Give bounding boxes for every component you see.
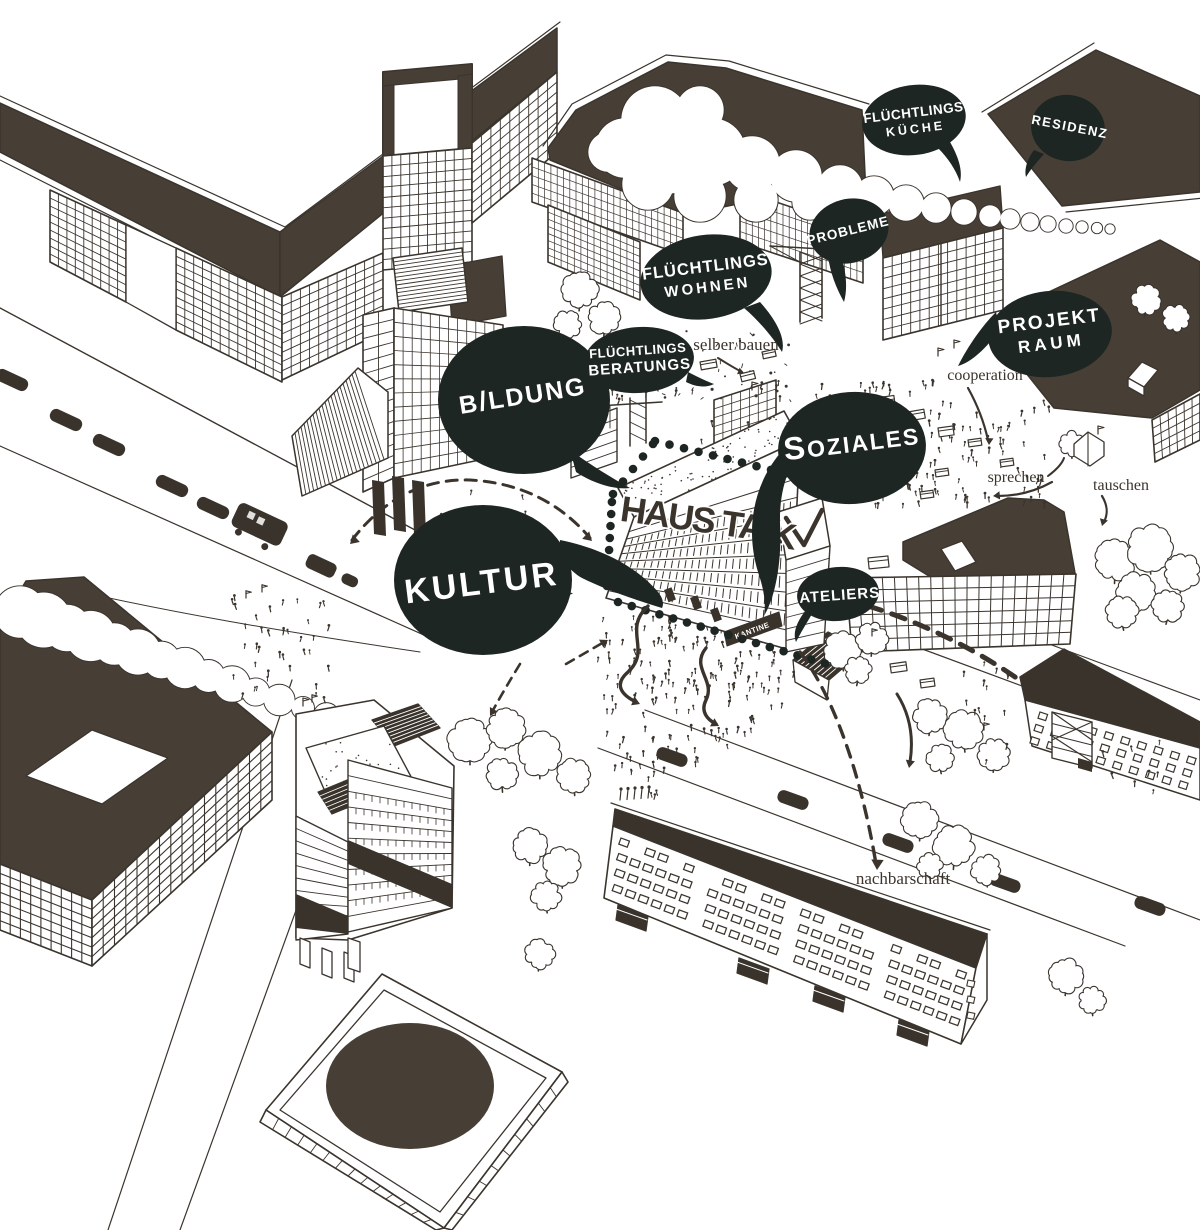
svg-text:KÜCHE: KÜCHE — [885, 117, 946, 139]
svg-text:nachbarschaft: nachbarschaft — [856, 869, 951, 888]
svg-text:sprechen: sprechen — [988, 469, 1045, 486]
svg-text:tauschen: tauschen — [1093, 477, 1149, 494]
svg-text:FLÜCHTLINGS: FLÜCHTLINGS — [589, 340, 687, 362]
svg-text:cooperation: cooperation — [947, 367, 1023, 384]
svg-text:ATELIERS: ATELIERS — [799, 584, 881, 607]
svg-text:selber bauen: selber bauen — [693, 335, 779, 354]
